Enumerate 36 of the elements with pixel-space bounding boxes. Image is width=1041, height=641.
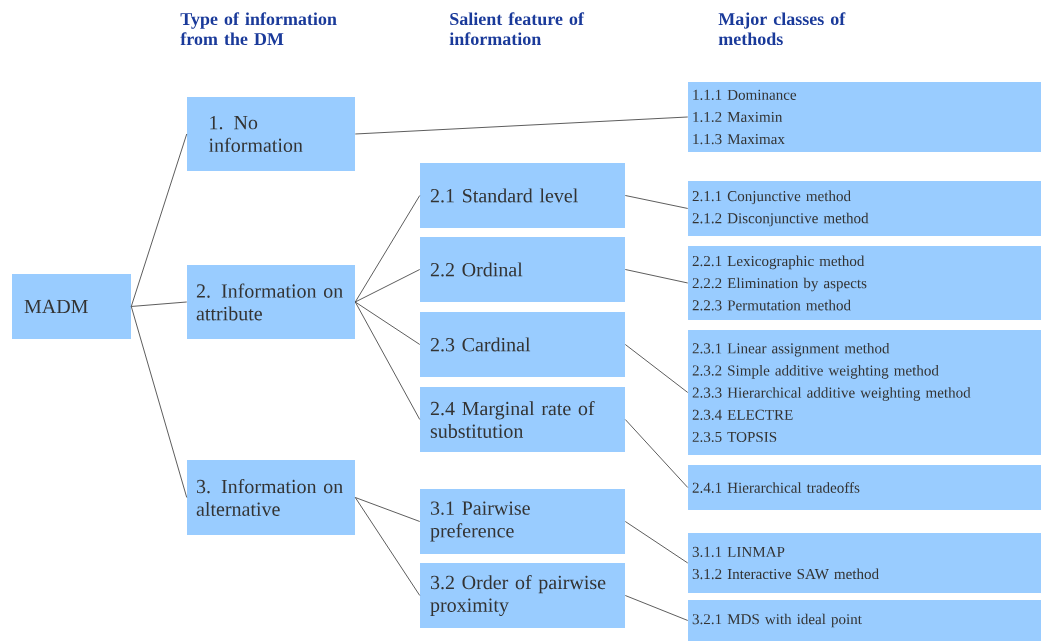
- method-list-box: 2.2.1 Lexicographic method 2.2.2 Elimination by aspects 2.2.3 Permutation method: [688, 246, 1041, 320]
- category-box: 2.1 Standard level: [420, 163, 625, 228]
- connector-line: [624, 344, 689, 393]
- method-list-box: 1.1.1 Dominance 1.1.2 Maximin 1.1.3 Maximax: [688, 82, 1041, 152]
- category-box: 2.4 Marginal rate of substitution: [420, 387, 625, 452]
- connector-line: [354, 195, 421, 303]
- category-box: 3.1 Pairwise preference: [420, 489, 625, 554]
- category-box: 3. Information on alternative: [187, 460, 355, 535]
- connector-line: [354, 497, 421, 522]
- method-list-box: 2.4.1 Hierarchical tradeoffs: [688, 465, 1041, 510]
- column-heading: Major classes of methods: [718, 12, 846, 46]
- category-box: MADM: [12, 274, 131, 339]
- method-list-box: 2.1.1 Conjunctive method 2.1.2 Disconjunctive method: [688, 181, 1041, 236]
- connector-line: [624, 269, 689, 284]
- connector-line: [354, 301, 421, 345]
- column-heading: Type of information from the DM: [180, 12, 337, 46]
- method-list-box: 3.2.1 MDS with ideal point: [688, 600, 1041, 641]
- method-list-box: 3.1.1 LINMAP 3.1.2 Interactive SAW method: [688, 533, 1041, 593]
- category-box: 2.2 Ordinal: [420, 237, 625, 302]
- category-box: 2. Information on attribute: [187, 265, 355, 339]
- connector-line: [624, 521, 689, 564]
- connector-line: [624, 195, 689, 209]
- category-box: 2.3 Cardinal: [420, 312, 625, 377]
- connector-line: [624, 595, 689, 621]
- connector-line: [354, 497, 421, 596]
- connector-line: [624, 419, 689, 488]
- connector-line: [130, 133, 188, 307]
- connector-line: [130, 301, 188, 307]
- category-box: 1. No information: [187, 97, 355, 171]
- column-heading: Salient feature of information: [449, 12, 585, 46]
- connector-line: [354, 116, 689, 135]
- method-list-box: 2.3.1 Linear assignment method 2.3.2 Simple additive weighting method 2.3.3 Hierarchical additive weighting method 2.3.4 ELECTRE 2.3.5 TOPSIS: [688, 330, 1041, 455]
- connector-line: [354, 301, 421, 420]
- connector-line: [354, 269, 421, 303]
- connector-line: [130, 306, 188, 498]
- category-box: 3.2 Order of pairwise proximity: [420, 563, 625, 628]
